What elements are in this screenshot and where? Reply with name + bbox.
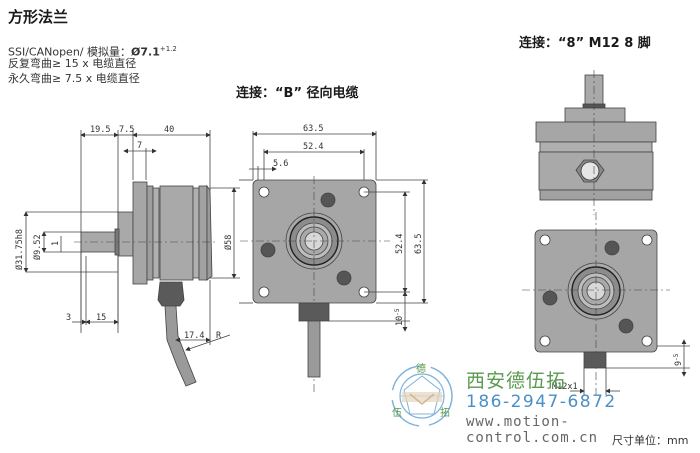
dim-cable-gland: 10-5 [394,308,405,326]
dim-body-diameter: Ø58 [223,235,234,250]
dim-connector-offset: 9-5 [673,353,684,366]
dim-height-outer: 63.5 [414,234,424,254]
spec-cable-label: SSI/CANopen/ 模拟量： [8,45,132,59]
dim-flat: 1 [51,241,61,246]
dim-height-inner: 52.4 [395,234,405,254]
section-title-m12-connector: 连接：“8” M12 8 脚 [519,36,651,51]
dim-40: 40 [164,125,174,135]
dim-thread: M12x1 [552,382,578,392]
front-view-radial [239,131,428,395]
unit-note: 尺寸单位：mm [612,434,689,447]
spec-cable-value: Ø7.1 [131,45,160,59]
page-title: 方形法兰 [8,8,69,26]
dim-3: 3 [66,313,71,323]
dim-15: 15 [96,313,106,323]
spec-cable-tolerance: +1.2 [159,45,177,53]
spec-permanent-bend: 永久弯曲≥ 7.5 x 电缆直径 [8,72,140,85]
m12-front-view [522,212,690,395]
dim-width-inner: 52.4 [303,142,323,152]
logo-char-tuo: 拓 [440,407,450,419]
dim-hole-offset: 5.6 [273,159,288,169]
watermark-phone: 186-2947-6872 [466,392,617,412]
brand-logo-icon [391,365,453,427]
watermark-company: 西安德伍拓 [466,370,567,392]
logo-char-wu: 伍 [392,407,402,419]
spec-cable-diameter: SSI/CANopen/ 模拟量：Ø7.1+1.2 [8,42,177,60]
dim-bend-radius: R [216,331,222,341]
side-view [23,130,240,387]
section-title-radial-cable: 连接：“B” 径向电缆 [236,86,359,101]
dim-width-outer: 63.5 [303,124,323,134]
dim-hub-diameter: Ø9.52 [32,234,43,260]
spec-repeated-bend: 反复弯曲≥ 15 x 电缆直径 [8,57,137,70]
dim-17-4: 17.4 [184,331,204,341]
dim-shaft-diameter: Ø31.75h8 [14,229,25,270]
m12-side-view [535,70,657,215]
dim-7: 7 [137,141,142,151]
dim-19-5: 19.5 [90,125,110,135]
dim-7-5: 7.5 [119,125,134,135]
watermark-url: www.motion-control.com.cn [466,414,599,446]
logo-char-de: 德 [416,362,426,375]
